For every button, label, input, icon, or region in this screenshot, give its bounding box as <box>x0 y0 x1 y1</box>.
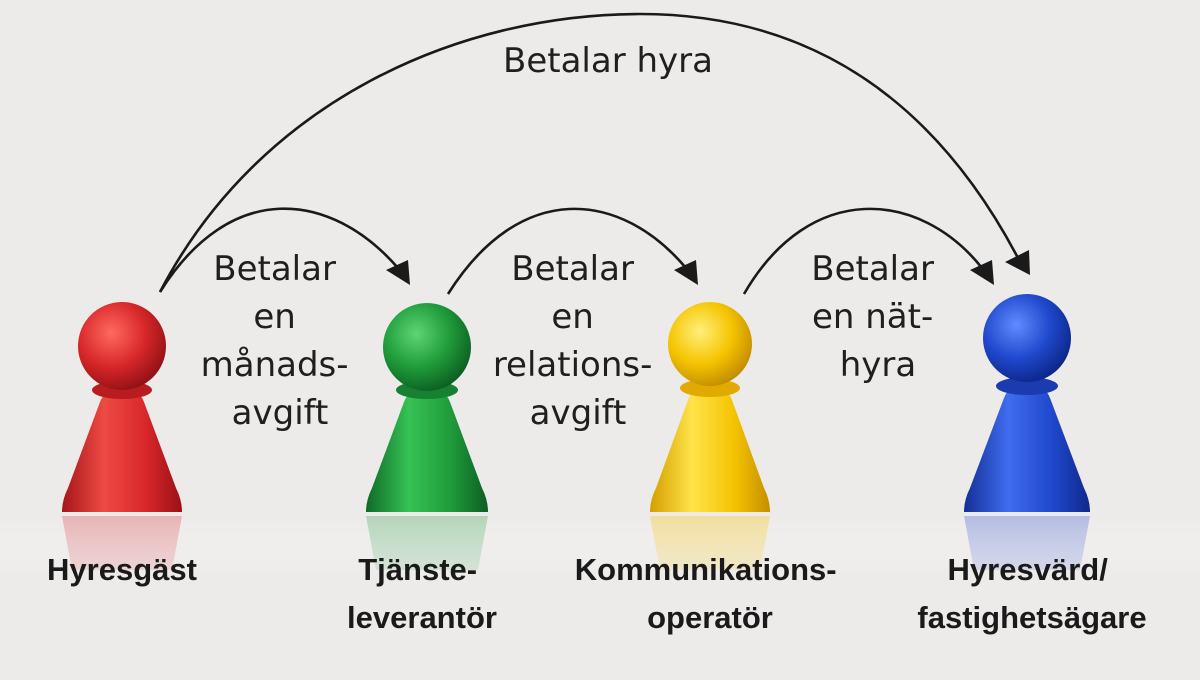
arrow-provider-to-operator: Betalar en relations- avgift <box>446 207 698 433</box>
arrow-1-head <box>386 260 410 285</box>
arrow-2-head <box>674 260 698 285</box>
pawn-yellow-head <box>668 302 752 386</box>
pawn-blue-head <box>983 294 1071 382</box>
pawn-yellow-collar <box>680 379 740 397</box>
top-arrow-head <box>1005 250 1030 275</box>
arrow-1-line <box>158 207 399 293</box>
arrow-operator-to-landlord: Betalar en nät- hyra <box>742 207 994 385</box>
floor-fade <box>0 516 1200 576</box>
arrow-1-label: Betalar en månads- avgift <box>201 249 360 433</box>
actor-label-communications-operator: Kommunikations- operatör <box>575 552 845 635</box>
pawn-yellow-body <box>650 388 770 512</box>
arrow-2-line <box>446 207 687 295</box>
top-arrow-label: Betalar hyra <box>503 41 713 81</box>
pawn-green-head <box>383 303 471 391</box>
arrow-3-line <box>742 207 984 295</box>
pawn-blue-body <box>964 386 1090 512</box>
actor-label-service-provider: Tjänste- leverantör <box>347 552 497 635</box>
actor-label-tenant: Hyresgäst <box>47 552 197 587</box>
arrow-3-label: Betalar en nät- hyra <box>811 249 944 385</box>
arrow-3-head <box>970 260 994 285</box>
actor-label-landlord: Hyresvärd/ fastighetsägare <box>917 552 1146 635</box>
top-arrow: Betalar hyra <box>158 12 1030 293</box>
arrow-tenant-to-provider: Betalar en månads- avgift <box>158 207 410 433</box>
pawn-red-body <box>62 390 182 512</box>
top-arrow-line <box>158 12 1020 293</box>
pawn-red-head <box>78 302 166 390</box>
pawn-green-body <box>366 390 488 512</box>
arrow-2-label: Betalar en relations- avgift <box>493 249 663 433</box>
pawn-blue-collar <box>996 377 1058 395</box>
